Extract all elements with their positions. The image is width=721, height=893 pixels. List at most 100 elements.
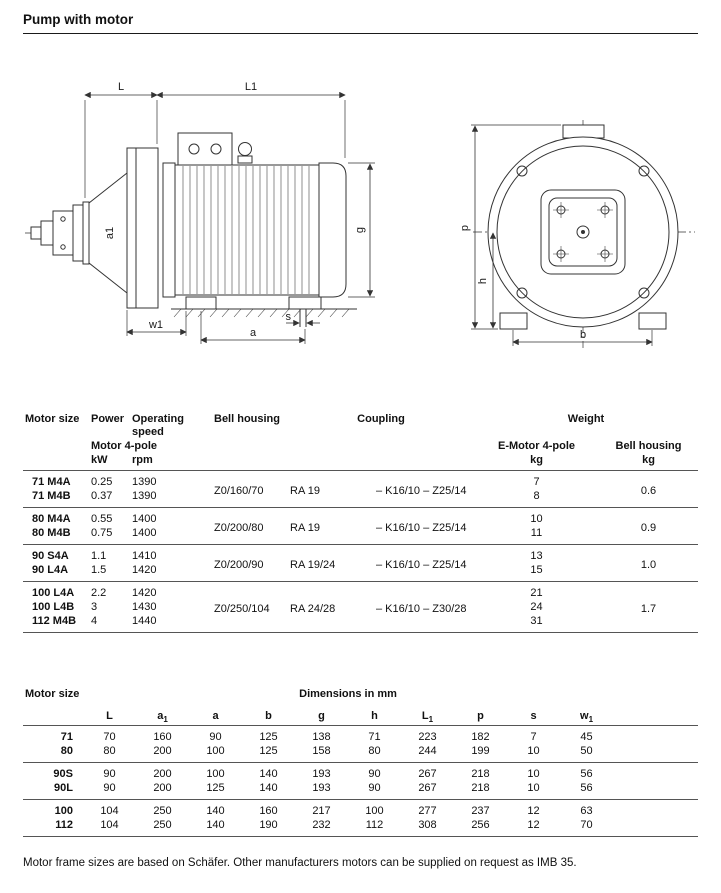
cell-kw: 0.25 xyxy=(91,476,113,489)
dim-a: a xyxy=(200,311,306,344)
unit-kg-emotor: kg xyxy=(530,454,543,467)
cell-size: 100 L4A xyxy=(32,587,75,600)
col-header-coupling: Coupling xyxy=(357,413,405,425)
motor-table-group: 80 M4A 0.55 1400 Z0/200/80 RA 19 – K16/1… xyxy=(23,508,698,545)
dim-label-h: h xyxy=(477,278,489,284)
table-row: 100 L4B 3 1430 24 xyxy=(23,600,698,614)
unit-rpm: rpm xyxy=(132,454,153,467)
cell-kw: 1.1 xyxy=(91,550,107,563)
col-header-w1: w1 xyxy=(580,710,594,725)
cell-weight: 21 xyxy=(530,587,543,600)
table-header-row: L a1 a b g h L1 p s w1 xyxy=(23,709,698,726)
table-row: 90S 90 200 100 140 193 90 267 218 10 56 xyxy=(23,763,698,782)
cell-coupling-b: – K16/10 – Z25/14 xyxy=(376,485,467,498)
subheader-bell-housing: Bell housing xyxy=(615,440,682,453)
col-header-b: b xyxy=(265,710,272,723)
dim-label-g: g xyxy=(354,227,366,233)
unit-kg-bell: kg xyxy=(642,454,655,467)
cell-dim: 100 xyxy=(365,805,384,818)
dim-p: p xyxy=(459,124,561,330)
cell-kw: 4 xyxy=(91,615,98,628)
cell-dim: 250 xyxy=(153,805,172,818)
page-title: Pump with motor xyxy=(23,12,698,34)
dim-table-title: Motor size xyxy=(25,688,80,701)
cell-dim: 100 xyxy=(206,768,225,781)
cell-kw: 2.2 xyxy=(91,587,107,600)
dim-label-L1: L1 xyxy=(245,81,257,93)
table-row: 112 104 250 140 190 232 112 308 256 12 7… xyxy=(23,818,698,837)
cell-weight: 11 xyxy=(530,527,543,540)
cell-dim: 80 xyxy=(103,745,116,758)
dim-label-a1: a1 xyxy=(104,227,116,239)
cell-bell-kg: 1.7 xyxy=(640,603,657,616)
col-header-a: a xyxy=(212,710,219,723)
cell-dim: 237 xyxy=(471,805,490,818)
side-view: L L1 a1 xyxy=(25,81,375,344)
cell-size: 80 M4A xyxy=(32,513,71,526)
cell-coupling-b: – K16/10 – Z25/14 xyxy=(376,522,467,535)
cell-dim: 125 xyxy=(259,731,278,744)
cell-size: 100 xyxy=(54,805,73,818)
col-header-bell-housing: Bell housing xyxy=(214,413,280,425)
cell-kw: 0.37 xyxy=(91,490,113,503)
cell-dim: 218 xyxy=(471,768,490,781)
cell-weight: 24 xyxy=(530,601,543,614)
cell-dim: 267 xyxy=(418,768,437,781)
table-row: 71 70 160 90 125 138 71 223 182 7 45 xyxy=(23,726,698,745)
cell-weight: 15 xyxy=(530,564,543,577)
cell-dim: 200 xyxy=(153,782,172,795)
table-row: 71 M4A 0.25 1390 Z0/160/70 RA 19 – K16/1… xyxy=(23,471,698,497)
cell-dim: 182 xyxy=(471,731,490,744)
front-foot-right xyxy=(638,312,667,330)
cell-dim: 12 xyxy=(527,819,540,832)
cell-size: 90 L4A xyxy=(32,564,69,577)
cell-size: 71 xyxy=(60,731,73,744)
cell-dim: 140 xyxy=(206,805,225,818)
cell-coupling-a: RA 19 xyxy=(290,522,320,535)
motor-table: Motor size Power Operating speed Bell ho… xyxy=(23,412,698,633)
table-units-row: kW rpm kg kg xyxy=(23,453,698,471)
col-header-a1: a1 xyxy=(157,710,168,725)
dim-label-b: b xyxy=(580,329,586,341)
cell-dim: 104 xyxy=(100,819,119,832)
cell-rpm: 1440 xyxy=(132,615,157,628)
cell-dim: 218 xyxy=(471,782,490,795)
cell-dim: 158 xyxy=(312,745,331,758)
cell-weight: 7 xyxy=(533,476,540,489)
cell-dim: 70 xyxy=(103,731,116,744)
cell-dim: 140 xyxy=(206,819,225,832)
cell-dim: 90 xyxy=(103,782,116,795)
col-header-power: Power xyxy=(91,413,125,425)
col-header-L: L xyxy=(106,710,113,723)
cell-bell-kg: 0.6 xyxy=(640,485,657,498)
cell-dim: 112 xyxy=(365,819,384,832)
table-header-row: Motor size Power Operating speed Bell ho… xyxy=(23,412,698,439)
table-row: 71 M4B 0.37 1390 8 xyxy=(23,489,698,508)
cell-dim: 256 xyxy=(471,819,490,832)
col-header-h: h xyxy=(371,710,378,723)
cell-bell-kg: 0.9 xyxy=(640,522,657,535)
table-row: 100 104 250 140 160 217 100 277 237 12 6… xyxy=(23,800,698,819)
cell-size: 112 M4B xyxy=(32,615,77,628)
dim-w1: w1 xyxy=(126,310,187,336)
cell-size: 71 M4B xyxy=(32,490,71,503)
cell-dim: 100 xyxy=(206,745,225,758)
cell-kw: 0.75 xyxy=(91,527,113,540)
technical-drawing: L L1 a1 xyxy=(25,81,695,348)
cell-rpm: 1420 xyxy=(132,564,157,577)
footer-note: Motor frame sizes are based on Schäfer. … xyxy=(23,857,577,870)
cell-dim: 138 xyxy=(312,731,331,744)
cell-dim: 50 xyxy=(580,745,593,758)
table-title-row: Motor size Dimensions in mm xyxy=(23,687,698,709)
dim-label-a: a xyxy=(250,327,257,339)
dimensions-table: Motor size Dimensions in mm L a1 a b g h… xyxy=(23,687,699,837)
table-row: 80 M4B 0.75 1400 11 xyxy=(23,526,698,545)
cell-dim: 267 xyxy=(418,782,437,795)
cell-dim: 10 xyxy=(527,768,540,781)
motor-table-group: 71 M4A 0.25 1390 Z0/160/70 RA 19 – K16/1… xyxy=(23,471,698,508)
cell-dim: 125 xyxy=(259,745,278,758)
cell-rpm: 1390 xyxy=(132,476,157,489)
cell-kw: 3 xyxy=(91,601,98,614)
cell-weight: 31 xyxy=(530,615,543,628)
cell-dim: 140 xyxy=(259,768,278,781)
